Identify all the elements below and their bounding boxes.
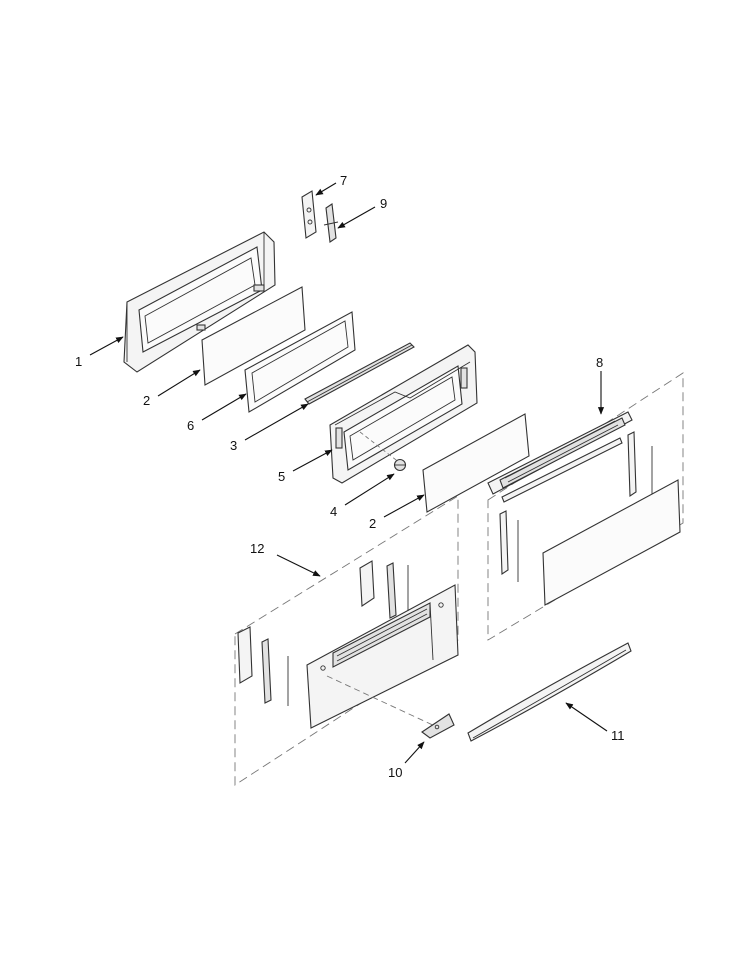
part-1-inner-door-frame <box>123 231 276 373</box>
leader-5 <box>292 449 333 472</box>
part-2-glass-panel-lower <box>422 413 530 513</box>
part-12-outer-door-panel <box>237 560 459 729</box>
leader-11 <box>565 702 608 732</box>
leader-7 <box>315 182 337 196</box>
leader-3 <box>244 403 309 441</box>
leader-2b <box>383 494 425 518</box>
callout-7: 7 <box>340 173 347 188</box>
leader-10 <box>404 741 425 764</box>
callout-3: 3 <box>230 438 237 453</box>
leader-12 <box>276 554 321 577</box>
part-3-trim-rail <box>304 342 415 405</box>
frame-tab-icon <box>253 284 265 292</box>
cap-hole-icon <box>434 724 440 730</box>
leader-2a <box>157 369 201 397</box>
callout-2a: 2 <box>143 393 150 408</box>
part-10-handle-end-cap <box>421 713 455 739</box>
callout-10: 10 <box>388 765 402 780</box>
part-7-hinge-bracket <box>301 190 317 239</box>
part-11-door-handle <box>467 642 632 742</box>
callout-11: 11 <box>611 728 625 743</box>
part-2-glass-panel-upper <box>201 286 306 386</box>
part-4-screw <box>359 431 407 472</box>
part-5-door-liner <box>329 344 478 484</box>
part-9-hinge <box>323 203 339 243</box>
leader-lines <box>89 182 608 764</box>
leader-1 <box>89 336 124 356</box>
leader-9 <box>337 206 376 229</box>
hinge-hole-icon <box>306 207 312 213</box>
panel-hole-icon <box>320 665 326 671</box>
callout-8: 8 <box>596 355 603 370</box>
callout-2b: 2 <box>369 516 376 531</box>
leader-6 <box>201 393 247 421</box>
callout-1: 1 <box>75 354 82 369</box>
callout-5: 5 <box>278 469 285 484</box>
part-6-glass-gasket <box>244 311 356 413</box>
frame-tab-icon <box>196 324 206 331</box>
group-8-outline <box>487 372 684 641</box>
callout-6: 6 <box>187 418 194 433</box>
liner-clip-icon <box>460 367 468 389</box>
part-8-vent-assembly <box>487 411 681 606</box>
callout-labels: 1 2 6 3 5 4 2 7 9 8 12 10 11 <box>75 173 625 780</box>
hinge-hole-icon <box>307 219 313 225</box>
callout-4: 4 <box>330 504 337 519</box>
group-12-outline <box>234 495 459 786</box>
callout-12: 12 <box>250 541 264 556</box>
callout-9: 9 <box>380 196 387 211</box>
panel-hole-icon <box>438 602 444 608</box>
liner-clip-icon <box>335 427 343 449</box>
leader-4 <box>344 473 395 506</box>
